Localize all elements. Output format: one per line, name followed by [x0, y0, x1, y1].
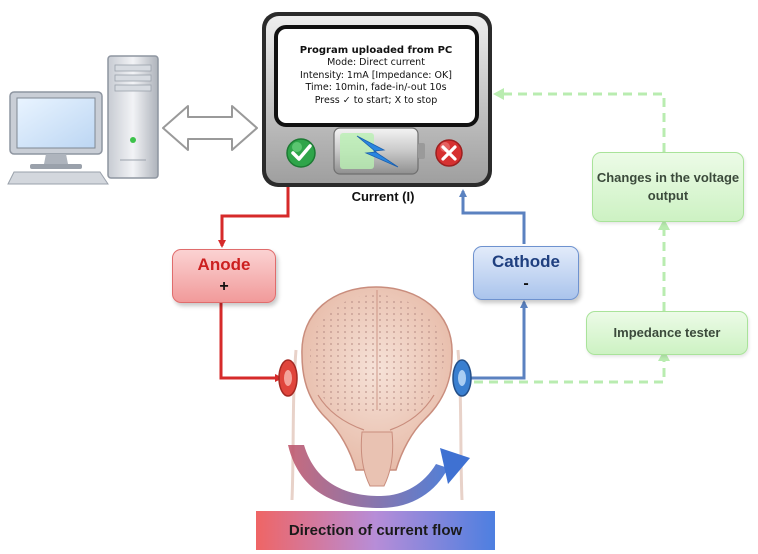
data-transfer-arrow — [162, 105, 258, 151]
current-flow-label: Direction of current flow — [288, 522, 463, 539]
feedback-dashed-line — [474, 350, 670, 384]
keyboard-icon — [7, 171, 109, 185]
cathode-sign: - — [523, 275, 529, 292]
impedance-tester-box: Impedance tester — [586, 311, 748, 355]
cathode-electrode — [452, 359, 472, 397]
screen-line-mode: Mode: Direct current — [327, 57, 425, 69]
screen-line-time: Time: 10min, fade-in/-out 10s — [305, 82, 447, 94]
x-icon — [435, 139, 463, 167]
cathode-wire-bottom — [470, 300, 528, 380]
stimulator-device — [262, 12, 492, 187]
voltage-output-label: Changes in the voltage output — [596, 170, 740, 203]
battery-lightning-icon — [333, 127, 425, 175]
monitor-icon — [9, 91, 103, 169]
current-flow-banner: Direction of current flow — [256, 511, 495, 550]
computer-icon — [7, 55, 159, 185]
cathode-label: Cathode — [492, 252, 560, 271]
anode-wire-top — [218, 187, 290, 248]
impedance-tester-label: Impedance tester — [613, 325, 721, 340]
cathode-wire-top — [459, 189, 526, 244]
feedback-dashed-line-top — [493, 88, 666, 152]
head-brain-illustration — [290, 286, 464, 501]
anode-sign: + — [219, 278, 229, 295]
screen-line-program: Program uploaded from PC — [299, 44, 453, 56]
current-flow-arc-arrow — [288, 445, 470, 508]
voltage-output-box: Changes in the voltage output — [592, 152, 744, 222]
anode-label: Anode — [197, 255, 251, 274]
tower-icon — [107, 55, 159, 179]
screen-line-intensity: Intensity: 1mA [Impedance: OK] — [300, 69, 452, 81]
anode-electrode — [278, 359, 298, 397]
screen-line-instructions: Press ✓ to start; X to stop — [314, 94, 438, 106]
current-label: Current (I) — [351, 189, 415, 204]
anode-wire-bottom — [219, 302, 283, 382]
check-icon — [286, 138, 316, 168]
device-screen — [274, 25, 479, 127]
cathode-box: Cathode - — [473, 246, 579, 300]
anode-box: Anode + — [172, 249, 276, 303]
device-screen-text: Program uploaded from PC Mode: Direct cu… — [278, 30, 474, 122]
